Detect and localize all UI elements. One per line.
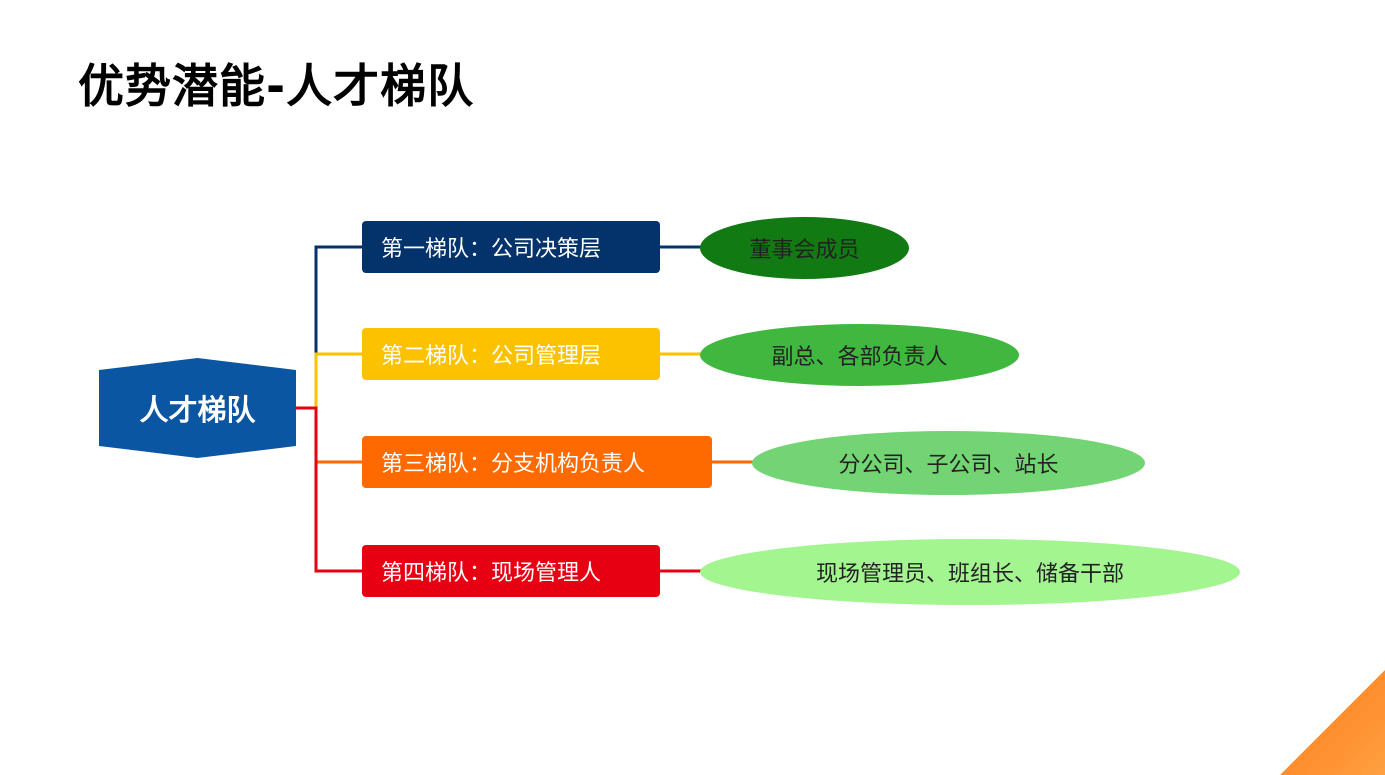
center-node-label: 人才梯队 — [139, 393, 256, 427]
tier-3-detail: 分公司、子公司、站长 — [752, 431, 1145, 495]
tier-3-box: 第三梯队：分支机构负责人 — [362, 436, 712, 488]
page-title: 优势潜能-人才梯队 — [78, 59, 475, 113]
tier-4-box: 第四梯队：现场管理人 — [362, 545, 660, 597]
tier-1-detail: 董事会成员 — [700, 217, 909, 279]
tier-2-box: 第二梯队：公司管理层 — [362, 328, 660, 380]
connector-tier-4 — [296, 406, 702, 573]
connector-tier-2 — [314, 352, 702, 407]
tier-2-detail: 副总、各部负责人 — [700, 324, 1019, 386]
tier-1-box: 第一梯队：公司决策层 — [362, 221, 660, 273]
connector-tier-1 — [314, 245, 702, 353]
center-node: 人才梯队 — [99, 358, 296, 458]
tier-4-detail: 现场管理员、班组长、储备干部 — [700, 539, 1240, 605]
